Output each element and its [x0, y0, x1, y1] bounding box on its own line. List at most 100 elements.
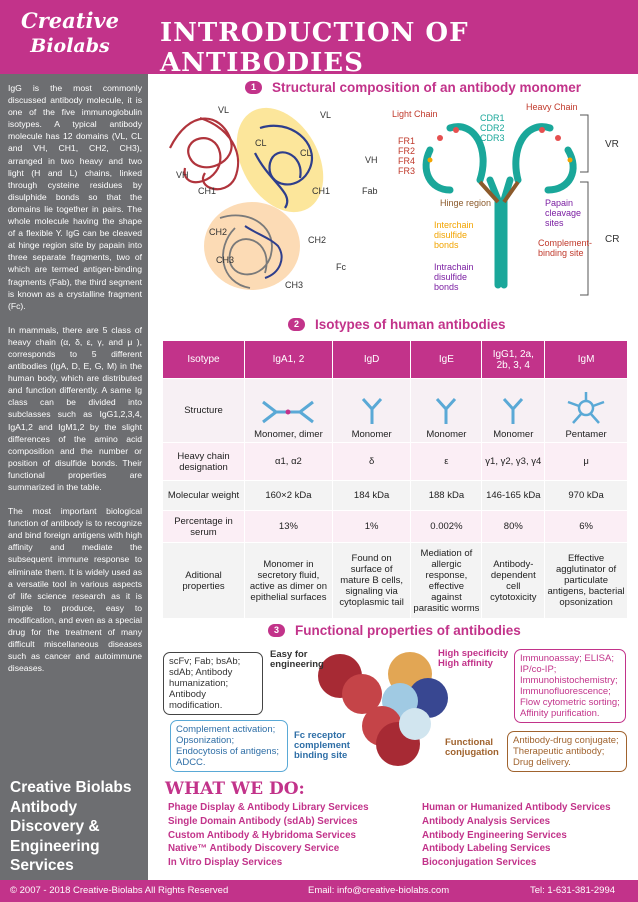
conjugation-box: Antibody-drug conjugate; Therapeutic ant… [507, 731, 627, 772]
header-cell: IgG1, 2a, 2b, 3, 4 [481, 340, 546, 379]
applications-box: Immunoassay; ELISA; IP/co-IP; Immunohist… [514, 649, 626, 723]
service-link[interactable]: Phage Display & Antibody Library Service… [168, 802, 369, 813]
footer-phone[interactable]: Tel: 1-631-381-2994 [530, 885, 616, 896]
label-light-chain: Light Chain [392, 109, 438, 119]
header-cell: IgM [544, 340, 628, 379]
structure-caption: Monomer [426, 429, 467, 440]
table-cell: 188 kDa [410, 480, 483, 511]
igg-crystal-structure [169, 107, 324, 290]
table-cell: δ [331, 442, 412, 481]
section-1-title: Structural composition of an antibody mo… [272, 80, 582, 95]
table-row: Aditional properties Monomer in secretor… [162, 542, 628, 619]
table-cell: 1% [331, 510, 412, 543]
row-label: Percentage in serum [162, 510, 245, 543]
label-cdr3: CDR3 [480, 133, 505, 143]
monomer-icon [503, 397, 524, 424]
label-fr2: FR2 [398, 146, 416, 156]
what-we-do-title: WHAT WE DO: [165, 779, 305, 799]
row-label: Structure [162, 378, 245, 443]
label-ch3-right: CH3 [285, 280, 304, 290]
structure-caption: Monomer [351, 429, 392, 440]
footer-copyright: © 2007 - 2018 Creative-Biolabs All Right… [10, 885, 229, 896]
sidebar-text: IgG is the most commonly discussed antib… [8, 82, 142, 686]
header-cell: IgD [331, 340, 412, 379]
label-ch1-left: CH1 [198, 186, 217, 196]
services-left: Phage Display & Antibody Library Service… [168, 801, 369, 870]
table-cell: μ [544, 442, 628, 481]
footer: © 2007 - 2018 Creative-Biolabs All Right… [0, 880, 638, 902]
sidebar [0, 74, 148, 880]
service-link[interactable]: In Vitro Display Services [168, 857, 283, 869]
service-link[interactable]: Single Domain Antibody (sdAb) Services [168, 815, 358, 827]
table-cell: ε [410, 442, 483, 481]
fc-ribbon [219, 214, 273, 289]
table-cell: Antibody-dependent cell cytotoxicity [481, 542, 546, 619]
service-link[interactable]: Custom Antibody & Hybridoma Services [168, 829, 356, 841]
structure-row: Structure Monomer, dimer Monomer Monomer… [162, 378, 628, 443]
section-2-badge: 2 [288, 318, 305, 331]
services-right: Human or Humanized Antibody Services Ant… [422, 801, 611, 870]
monomer-icon [436, 397, 457, 424]
table-cell: Effective agglutinator of particulate an… [544, 542, 628, 619]
footer-email[interactable]: Email: info@creative-biolabs.com [308, 885, 450, 896]
sidebar-paragraph: IgG is the most commonly discussed antib… [8, 83, 142, 311]
section-1-badge: 1 [245, 81, 262, 94]
service-link[interactable]: Antibody Engineering Services [422, 829, 567, 841]
fc-functions-box: Complement activation; Opsonization; End… [170, 720, 288, 772]
header-cell: Isotype [162, 340, 245, 379]
table-cell: 184 kDa [331, 480, 412, 511]
fc-receptor-label: Fc receptor complement binding site [294, 730, 350, 761]
row-label: Heavy chain designation [162, 442, 245, 481]
antibody-schematic [422, 114, 589, 296]
header-cell: IgE [410, 340, 483, 379]
high-specificity-label: High specificity High affinity [438, 648, 509, 669]
service-link[interactable]: Antibody Analysis Services [422, 815, 551, 827]
label-vh-left: VH [176, 170, 189, 180]
section-2-heading: 2 Isotypes of human antibodies [288, 317, 506, 332]
antibody-3d-model [318, 652, 448, 766]
label-ch2-left: CH2 [209, 227, 228, 237]
table-cell: 970 kDa [544, 480, 628, 511]
section-3-badge: 3 [268, 624, 285, 637]
table-cell: 6% [544, 510, 628, 543]
label-vh-right: VH [365, 155, 378, 165]
service-link[interactable]: Antibody Labeling Services [422, 843, 551, 855]
sidebar-cta: Creative Biolabs Antibody Discovery & En… [10, 779, 132, 874]
service-link[interactable]: Native™ Antibody Discovery Service [168, 843, 340, 855]
functional-conjugation-label: Functional conjugation [445, 737, 499, 758]
table-cell: 13% [244, 510, 333, 543]
table-cell: Mediation of allergic response, effectiv… [410, 542, 483, 619]
structure-cell: Monomer [331, 378, 412, 443]
table-cell: 160×2 kDa [244, 480, 333, 511]
label-fr3: FR3 [398, 166, 416, 176]
table-cell: 0.002% [410, 510, 483, 543]
label-fr4: FR4 [398, 156, 416, 166]
label-fc: Fc [336, 262, 346, 272]
logo-line-2: Biolabs [30, 35, 110, 57]
table-row: Molecular weight 160×2 kDa 184 kDa 188 k… [162, 480, 628, 511]
label-ch1-right: CH1 [312, 186, 331, 196]
structure-caption: Monomer [493, 429, 534, 440]
fab-right-ribbon [254, 124, 313, 209]
label-heavy-chain: Heavy Chain [526, 102, 578, 112]
label-ch2-right: CH2 [308, 235, 327, 245]
structure-caption: Monomer, dimer [254, 429, 323, 440]
table-cell: 146-165 kDa [481, 480, 546, 511]
logo-line-1: Creative [21, 8, 119, 33]
creative-biolabs-logo[interactable]: Creative Biolabs [10, 8, 130, 66]
service-link[interactable]: Human or Humanized Antibody Services [422, 802, 611, 813]
page-title: INTRODUCTION OF ANTIBODIES [160, 18, 469, 78]
label-vl-left: VL [218, 105, 230, 115]
label-cdr1: CDR1 [480, 113, 505, 123]
row-label: Molecular weight [162, 480, 245, 511]
label-complement-site: Complement-binding site [538, 238, 593, 258]
label-cl-right: CL [300, 148, 312, 158]
service-link[interactable]: Bioconjugation Services [422, 857, 537, 869]
section-2-title: Isotypes of human antibodies [315, 317, 506, 332]
label-cl-left: CL [255, 138, 267, 148]
structure-cell: Monomer [410, 378, 483, 443]
row-label: Aditional properties [162, 542, 245, 619]
header-cell: IgA1, 2 [244, 340, 333, 379]
label-papain: Papain cleavage sites [545, 198, 582, 228]
